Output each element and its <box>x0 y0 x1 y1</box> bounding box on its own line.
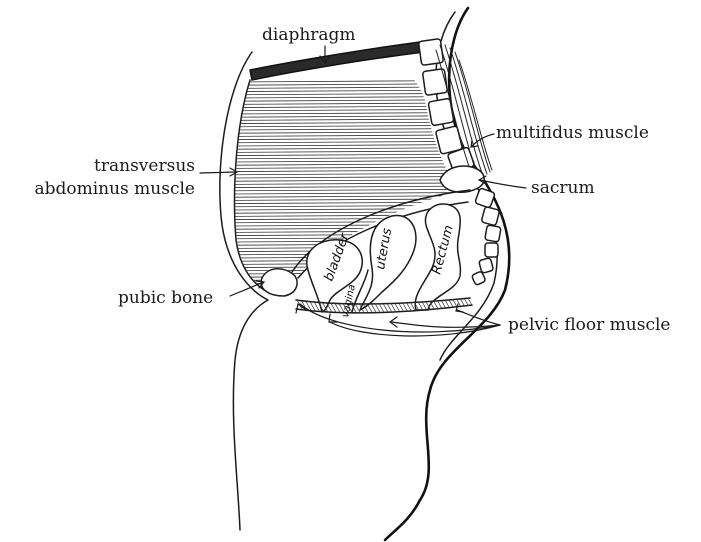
transversus-label-line1: transversus <box>94 156 195 176</box>
hatch-line <box>230 189 470 191</box>
diaphragm-shape <box>250 42 424 80</box>
hatch-line <box>230 173 470 175</box>
floor-hatch-line <box>404 298 414 316</box>
floor-hatch-line <box>388 298 398 316</box>
sacrum-label: sacrum <box>531 178 595 198</box>
floor-hatch-line <box>380 298 390 316</box>
hatch-line <box>230 145 470 147</box>
floor-hatch-line <box>400 298 410 316</box>
hatch-line <box>230 154 470 156</box>
hatch-line <box>230 193 470 195</box>
pelvic-floor-label: pelvic floor muscle <box>508 315 671 335</box>
hatch-line <box>230 129 470 131</box>
hatch-line <box>230 202 470 204</box>
hatch-line <box>230 97 470 99</box>
transversus-label-line2: abdominus muscle <box>34 179 195 199</box>
hatch-line <box>230 161 470 163</box>
hatch-line <box>230 199 470 201</box>
hatch-line <box>230 180 470 182</box>
hatch-line <box>230 138 470 140</box>
hatch-line <box>230 141 470 143</box>
hatch-line <box>230 170 470 172</box>
vertebra <box>422 69 447 96</box>
inner-abdominal-wall <box>235 80 264 290</box>
floor-hatch-line <box>396 298 406 316</box>
pubic-bone-label: pubic bone <box>118 288 213 308</box>
hatch-line <box>230 148 470 150</box>
multifidus-label: multifidus muscle <box>496 123 649 143</box>
hatch-line <box>230 183 470 185</box>
spine <box>418 39 474 174</box>
hatch-line <box>230 167 470 169</box>
vertebra <box>428 98 454 125</box>
diaphragm-label: diaphragm <box>262 25 356 45</box>
hatch-line <box>230 186 470 188</box>
hatch-line <box>230 177 470 179</box>
floor-hatch-line <box>384 298 394 316</box>
floor-hatch-line <box>392 298 402 316</box>
hatch-line <box>230 157 470 159</box>
pubic-bone-shape <box>261 269 297 296</box>
hatch-line <box>230 135 470 137</box>
hatch-line <box>230 164 470 166</box>
hatch-line <box>230 132 470 134</box>
hatch-line <box>230 151 470 153</box>
